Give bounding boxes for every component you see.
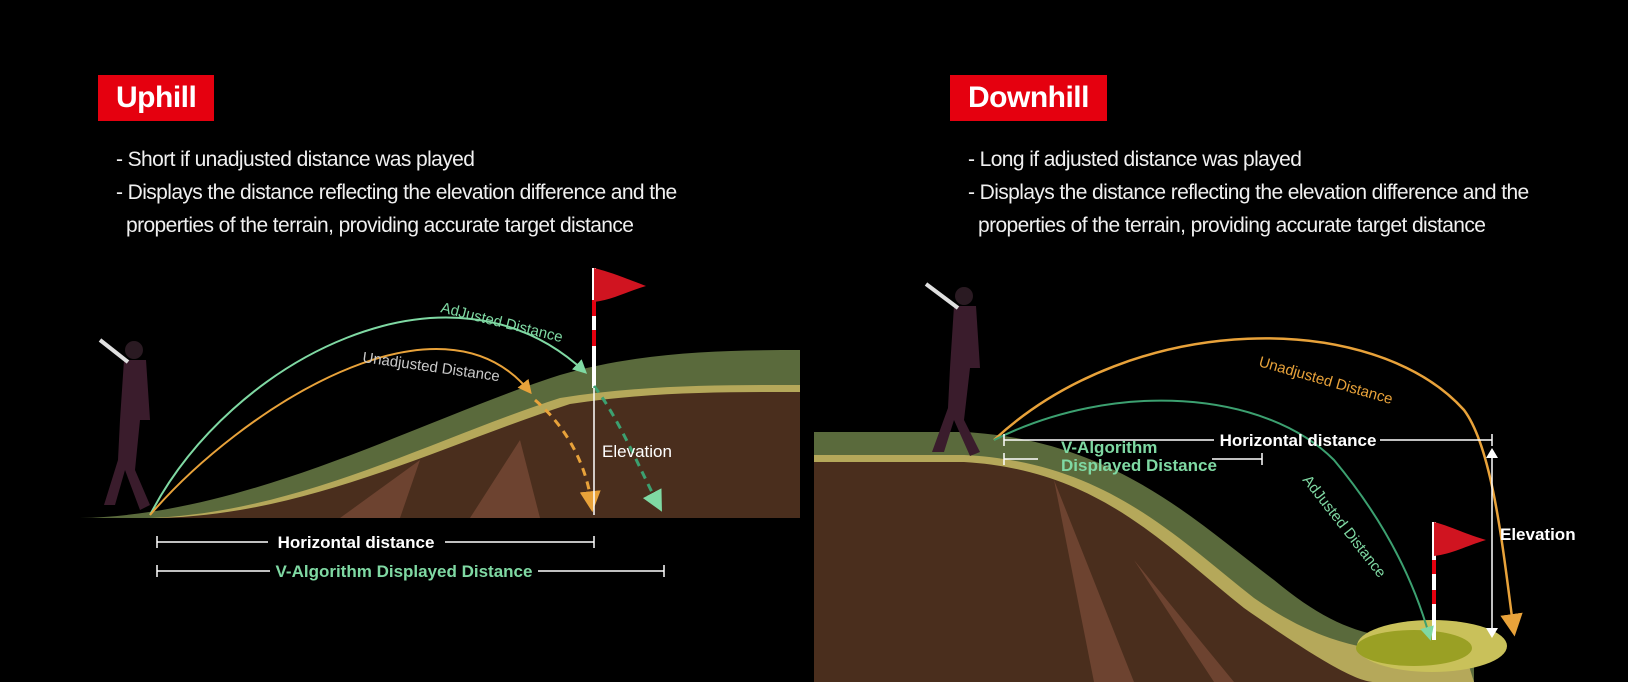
- downhill-unadjusted-label: Unadjusted Distance: [1257, 354, 1395, 408]
- uphill-elevation-label: Elevation: [602, 442, 672, 461]
- downhill-elevation-label: Elevation: [1500, 525, 1576, 544]
- downhill-valgorithm-label-line1: V-Algorithm: [1061, 438, 1157, 457]
- downhill-elevation-line: [1486, 448, 1498, 638]
- uphill-valgorithm-label: V-Algorithm Displayed Distance: [276, 562, 533, 581]
- uphill-diagram: Elevation AdJusted Distance Unadjusted D…: [0, 0, 814, 682]
- golfer-illustration: [100, 340, 150, 510]
- downhill-horizontal-label: Horizontal distance: [1220, 431, 1377, 450]
- uphill-panel: Uphill Short if unadjusted distance was …: [0, 0, 814, 682]
- golfer-illustration: [926, 284, 980, 456]
- downhill-adjusted-label: AdJusted Distance: [1299, 472, 1389, 581]
- uphill-horizontal-label: Horizontal distance: [278, 533, 435, 552]
- uphill-unadjusted-label: Unadjusted Distance: [361, 349, 500, 385]
- downhill-panel: Downhill Long if adjusted distance was p…: [814, 0, 1628, 682]
- uphill-adjusted-label: AdJusted Distance: [439, 299, 564, 346]
- downhill-diagram: Unadjusted Distance AdJusted Distance Ho…: [814, 0, 1628, 682]
- downhill-valgorithm-label-line2: Displayed Distance: [1061, 456, 1217, 475]
